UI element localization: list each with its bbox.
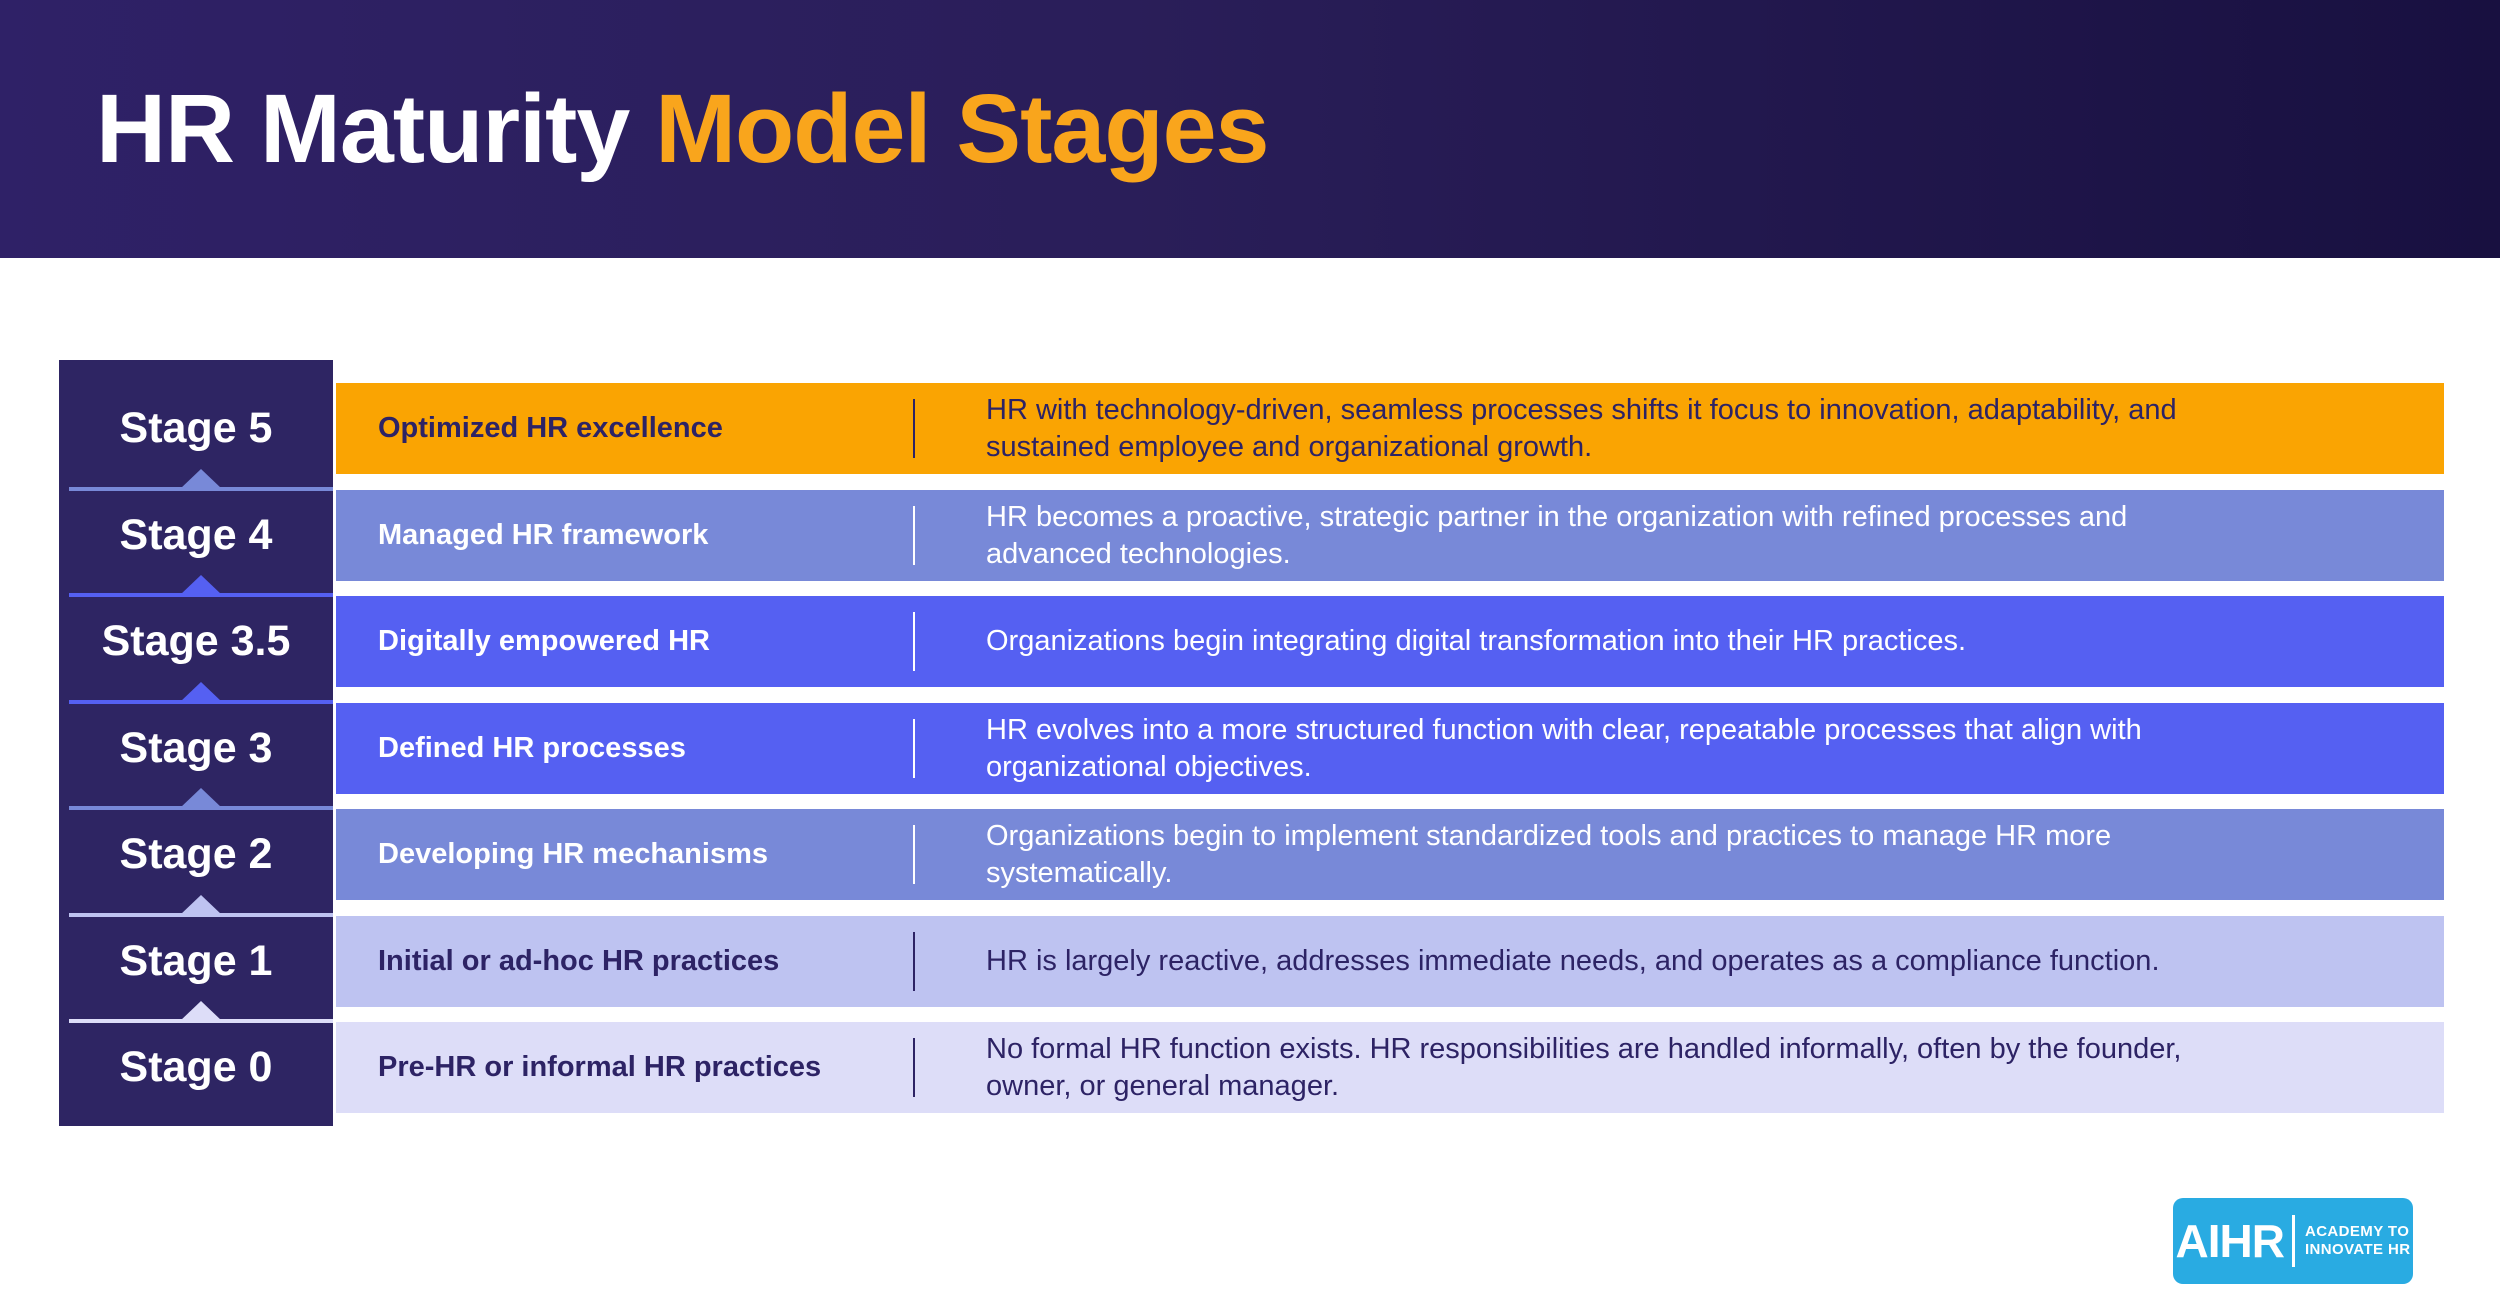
stage-row-separator bbox=[913, 506, 915, 565]
stage-row-description: Organizations begin to implement standar… bbox=[986, 819, 2112, 889]
logo-tagline-line1: ACADEMY TO bbox=[2304, 1223, 2410, 1240]
stage-divider-arrow-up-icon bbox=[180, 575, 222, 595]
stage-divider-arrow-up-icon bbox=[180, 1001, 222, 1021]
page-title-primary: HR Maturity bbox=[96, 74, 656, 183]
stage-row: Optimized HR excellence HR with technolo… bbox=[336, 383, 2444, 474]
stage-row-description: HR with technology-driven, seamless proc… bbox=[986, 393, 2177, 463]
stage-row-separator bbox=[913, 719, 915, 778]
stage-divider-line bbox=[69, 469, 333, 491]
stage-divider-line bbox=[69, 1001, 333, 1023]
stage-divider-line bbox=[69, 682, 333, 704]
stage-row-description: Organizations begin integrating digital … bbox=[986, 625, 1967, 657]
logo-divider bbox=[2291, 1215, 2295, 1267]
stage-row-description: HR evolves into a more structured functi… bbox=[986, 713, 2142, 783]
stage-row-label: Optimized HR excellence bbox=[378, 412, 723, 444]
stage-row-description: HR becomes a proactive, strategic partne… bbox=[986, 500, 2128, 570]
stage-row: Initial or ad-hoc HR practices HR is lar… bbox=[336, 916, 2444, 1007]
stage-name-label: Stage 1 bbox=[119, 937, 273, 985]
stage-row-label: Digitally empowered HR bbox=[378, 625, 710, 657]
stage-row-description: No formal HR function exists. HR respons… bbox=[986, 1032, 2182, 1102]
stage-name-label: Stage 5 bbox=[119, 404, 273, 452]
stage-row-label: Initial or ad-hoc HR practices bbox=[378, 945, 780, 977]
stage-name-label: Stage 4 bbox=[119, 511, 273, 559]
logo-tagline-line2: INNOVATE HR bbox=[2304, 1241, 2411, 1258]
stage-name-label: Stage 3 bbox=[119, 724, 273, 772]
stage-row-separator bbox=[913, 825, 915, 884]
header-banner: HR Maturity Model Stages bbox=[0, 0, 2500, 258]
page-title-accent: Model Stages bbox=[655, 74, 1269, 183]
stage-column: Stage 5 Stage 4 Stage 3.5 Stage 3 Stage … bbox=[59, 360, 333, 1126]
stage-name-label: Stage 2 bbox=[119, 830, 273, 878]
stage-row-label: Developing HR mechanisms bbox=[378, 838, 768, 870]
stage-row-label: Pre-HR or informal HR practices bbox=[378, 1051, 822, 1083]
stage-divider-line bbox=[69, 895, 333, 917]
stage-row-separator bbox=[913, 399, 915, 458]
stage-divider-arrow-up-icon bbox=[180, 682, 222, 702]
stage-divider-arrow-up-icon bbox=[180, 788, 222, 808]
stage-row: Developing HR mechanisms Organizations b… bbox=[336, 809, 2444, 900]
stage-divider-line bbox=[69, 788, 333, 810]
stage-row-separator bbox=[913, 612, 915, 671]
stage-name-label: Stage 3.5 bbox=[101, 617, 291, 665]
stage-row-description: HR is largely reactive, addresses immedi… bbox=[986, 945, 2160, 977]
stage-row: Digitally empowered HR Organizations beg… bbox=[336, 596, 2444, 687]
stage-name-label: Stage 0 bbox=[119, 1043, 273, 1091]
stage-row: Pre-HR or informal HR practices No forma… bbox=[336, 1022, 2444, 1113]
stage-row-label: Managed HR framework bbox=[378, 519, 709, 551]
stage-row-label: Defined HR processes bbox=[378, 732, 686, 764]
stage-row: Managed HR framework HR becomes a proact… bbox=[336, 490, 2444, 581]
stage-divider-line bbox=[69, 575, 333, 597]
stage-row-separator bbox=[913, 932, 915, 991]
logo-brand-text: AIHR bbox=[2175, 1215, 2285, 1267]
page-title: HR Maturity Model Stages bbox=[96, 73, 1270, 185]
stage-row-separator bbox=[913, 1038, 915, 1097]
stage-divider-arrow-up-icon bbox=[180, 469, 222, 489]
stage-row: Defined HR processes HR evolves into a m… bbox=[336, 703, 2444, 794]
stage-divider-arrow-up-icon bbox=[180, 895, 222, 915]
